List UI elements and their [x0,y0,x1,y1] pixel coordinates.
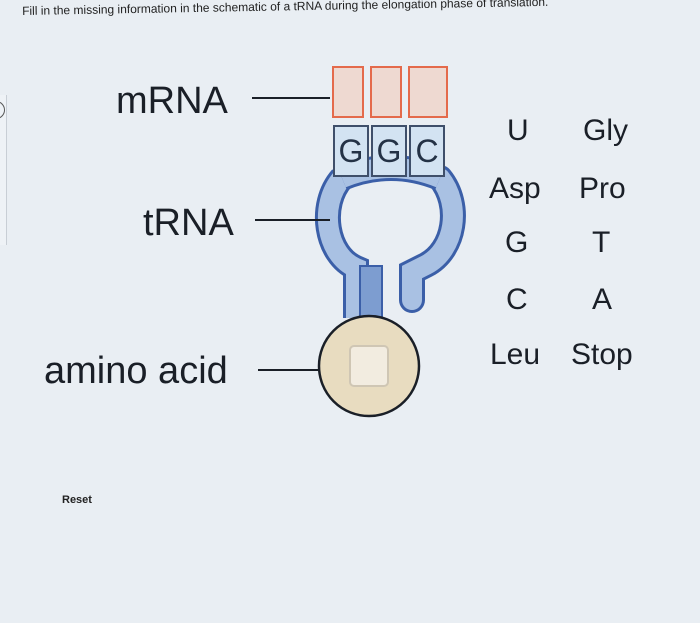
mrna-codon-slot-2[interactable] [370,66,402,118]
anticodon-base-1: G [333,125,369,177]
answer-option-stop[interactable]: Stop [571,340,633,370]
answer-option-u[interactable]: U [507,116,529,146]
anticodon-base-3: C [409,125,445,177]
trna-leader-line [255,219,330,221]
mrna-codon-slot-3[interactable] [408,66,448,118]
answer-option-asp[interactable]: Asp [489,174,541,204]
answer-option-c[interactable]: C [506,285,528,315]
trna-molecule [327,168,456,326]
answer-option-leu[interactable]: Leu [490,340,540,370]
amino-acid-leader-line [258,369,318,371]
amino-acid-label: amino acid [44,352,228,390]
answer-option-g[interactable]: G [505,228,528,258]
anticodon-base-2: G [371,125,407,177]
answer-option-pro[interactable]: Pro [579,174,626,204]
answer-option-t[interactable]: T [592,228,610,258]
answer-option-gly[interactable]: Gly [583,116,628,146]
mrna-label: mRNA [116,82,228,120]
trna-label: tRNA [143,204,234,242]
mrna-leader-line [252,97,330,99]
amino-acid-drop-slot[interactable] [350,346,388,386]
mrna-codon-slot-1[interactable] [332,66,364,118]
answer-option-a[interactable]: A [592,285,612,315]
reset-button[interactable]: Reset [62,494,92,506]
